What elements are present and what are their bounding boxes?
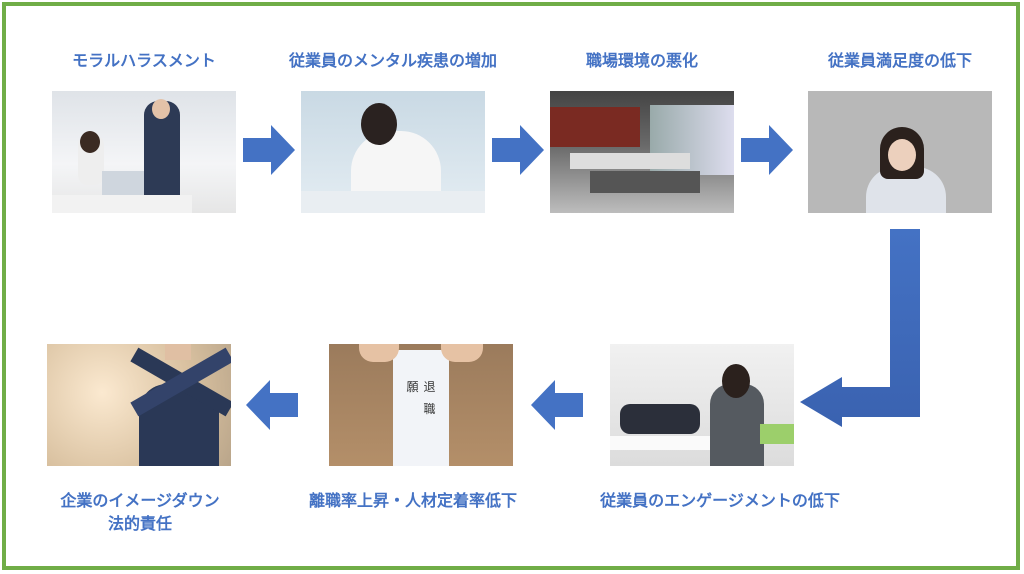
- step-label-legal-liability: 法的責任: [107, 514, 173, 533]
- right-arrow-icon: [741, 125, 793, 175]
- step-label-moral-harassment: モラルハラスメント: [72, 51, 216, 70]
- step-label-turnover-increase: 離職率上昇・人材定着率低下: [308, 491, 518, 510]
- right-arrow-icon: [492, 125, 544, 175]
- left-arrow-icon: [531, 380, 583, 430]
- left-arrow-icon: [246, 380, 298, 430]
- envelope-text: 退職願: [405, 380, 436, 425]
- bent-down-left-arrow-icon: [800, 229, 920, 427]
- step-label-engagement-decline: 従業員のエンゲージメントの低下: [600, 491, 840, 510]
- step-label-mental-illness: 従業員のメンタル疾患の増加: [288, 51, 498, 70]
- resignation-letter-photo: 退職願: [329, 344, 513, 466]
- troubled-employee-meeting-photo: [610, 344, 794, 466]
- crossed-arms-businessman-photo: [47, 344, 231, 466]
- distressed-woman-photo: [301, 91, 485, 213]
- worried-employee-photo: [808, 91, 992, 213]
- step-label-workplace-worsening: 職場環境の悪化: [585, 51, 699, 70]
- step-label-satisfaction-decline: 従業員満足度の低下: [827, 51, 973, 70]
- empty-office-photo: [550, 91, 734, 213]
- right-arrow-icon: [243, 125, 295, 175]
- step-label-image-damage: 企業のイメージダウン: [60, 491, 220, 510]
- office-harassment-photo: [52, 91, 236, 213]
